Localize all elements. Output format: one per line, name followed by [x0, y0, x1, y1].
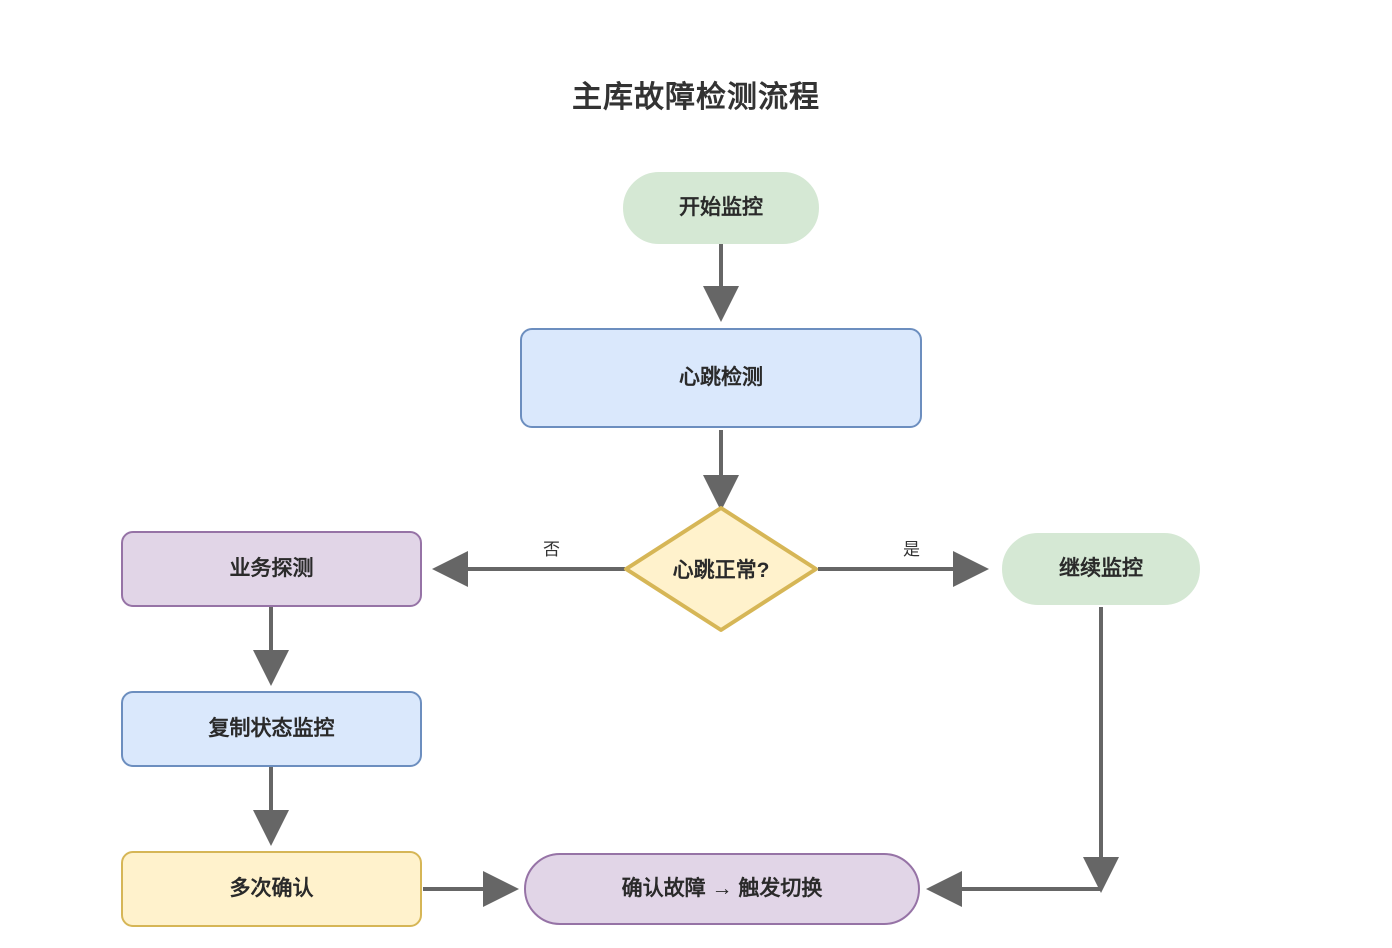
decision-diamond-shape [624, 506, 818, 632]
edge-label-no: 否 [543, 540, 560, 559]
node-decision[interactable]: 心跳正常? [622, 504, 820, 634]
node-continue[interactable]: 继续监控 [1002, 533, 1200, 605]
edge-label-yes: 是 [903, 540, 920, 559]
node-failover[interactable]: 确认故障 → 触发切换 [524, 853, 920, 925]
node-heartbeat[interactable]: 心跳检测 [520, 328, 922, 428]
edge-continue-to-failover [926, 607, 1119, 907]
node-start-label: 开始监控 [679, 195, 763, 219]
node-failover-label: 确认故障 → 触发切换 [621, 876, 823, 900]
node-probe[interactable]: 业务探测 [121, 531, 422, 607]
node-heartbeat-label: 心跳检测 [679, 365, 763, 389]
node-confirm-label: 多次确认 [229, 876, 314, 900]
node-replica[interactable]: 复制状态监控 [121, 691, 422, 767]
node-confirm[interactable]: 多次确认 [121, 851, 422, 927]
node-probe-label: 业务探测 [229, 556, 314, 580]
node-start[interactable]: 开始监控 [623, 172, 819, 244]
node-replica-label: 复制状态监控 [208, 716, 335, 740]
diagram-title: 主库故障检测流程 [572, 81, 820, 114]
node-continue-label: 继续监控 [1059, 556, 1143, 580]
